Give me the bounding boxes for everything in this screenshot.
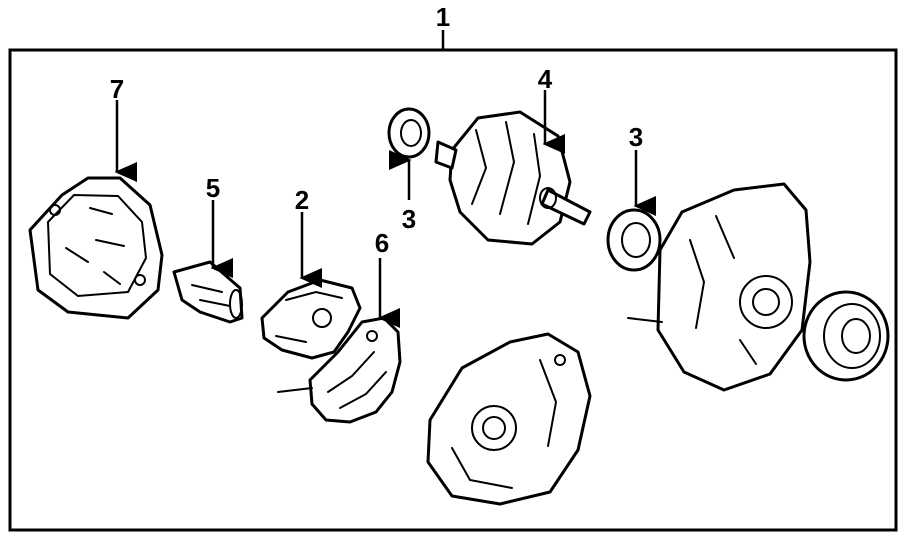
callout-3-left: 3	[402, 204, 416, 234]
callout-3-right: 3	[629, 122, 643, 152]
alternator-housing[interactable]	[627, 182, 812, 392]
rear-cover[interactable]	[28, 176, 164, 320]
callout-6: 6	[375, 228, 389, 258]
assembly-frame	[8, 48, 898, 532]
terminal[interactable]	[172, 260, 244, 324]
rectifier[interactable]	[277, 316, 402, 424]
bearing-right[interactable]	[606, 208, 662, 272]
callout-4: 4	[538, 64, 553, 94]
rotor[interactable]	[434, 110, 592, 246]
callout-2: 2	[295, 185, 309, 215]
callout-5: 5	[206, 173, 220, 203]
callout-1: 1	[436, 2, 450, 32]
callout-7: 7	[110, 74, 124, 104]
drive-end-frame[interactable]	[426, 332, 592, 506]
pulley[interactable]	[802, 290, 890, 382]
bearing-left[interactable]	[387, 107, 431, 159]
